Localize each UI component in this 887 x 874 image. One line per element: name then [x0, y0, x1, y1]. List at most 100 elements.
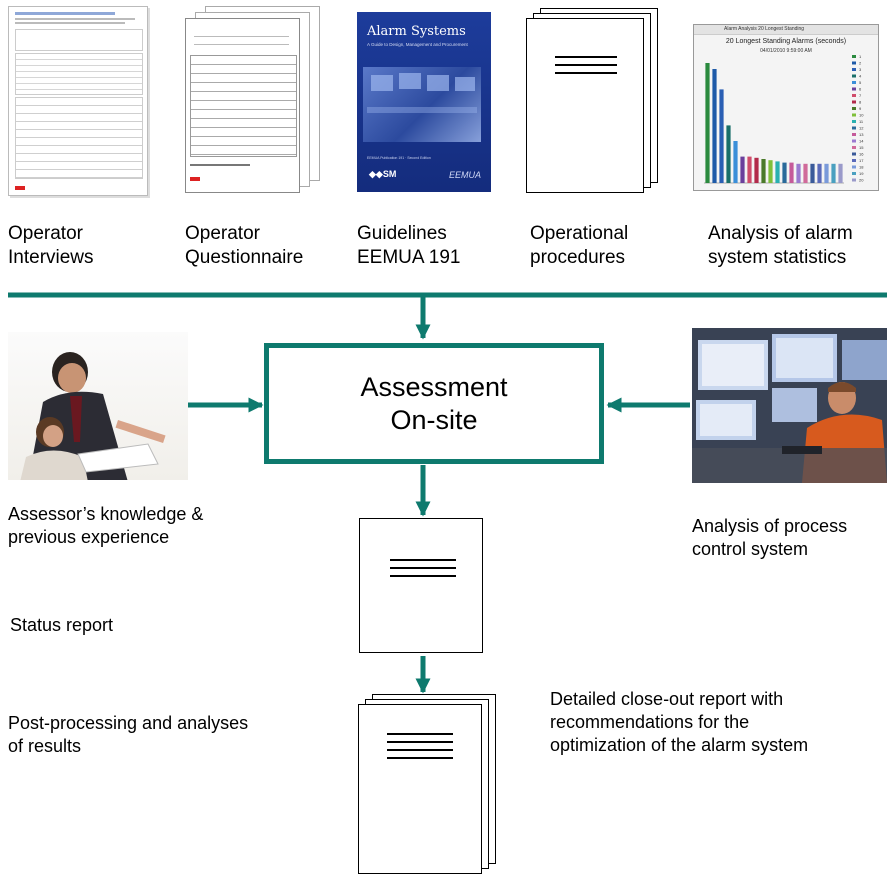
caption-line: Guidelines	[357, 223, 447, 244]
chart-legend-swatch	[852, 146, 856, 149]
caption-line: Analysis of process	[692, 516, 848, 536]
assessors-photo	[8, 332, 188, 480]
chart-legend-swatch	[852, 81, 856, 84]
chart-toolbar-text: Alarm Analysis 20 Longest Standing	[724, 26, 805, 32]
chart-legend-swatch	[852, 107, 856, 110]
chart-bar	[733, 141, 738, 183]
chart-legend-label: 7	[859, 93, 862, 98]
caption-line: optimization of the alarm system	[550, 735, 809, 755]
caption-line: Questionnaire	[185, 247, 304, 268]
chart-title: 20 Longest Standing Alarms (seconds)	[725, 38, 847, 45]
caption-line: Analysis of alarm	[708, 223, 853, 244]
chart-legend-label: 17	[859, 158, 864, 163]
status-report-document-icon	[359, 518, 483, 653]
chart-bar	[754, 157, 759, 183]
chart-legend-swatch	[852, 165, 856, 169]
chart-bar	[789, 162, 794, 183]
chart-legend-swatch	[852, 74, 856, 78]
center-title-line2: On-site	[390, 404, 478, 435]
caption-status-report: Status report	[10, 615, 114, 635]
chart-legend-label: 8	[859, 100, 862, 105]
chart-legend-label: 5	[859, 80, 862, 85]
chart-legend-label: 4	[859, 74, 862, 79]
caption-line: Operational	[530, 223, 629, 244]
chart-legend-label: 14	[859, 139, 864, 144]
chart-bar	[796, 163, 801, 183]
assessors-photo-illustration	[20, 352, 166, 480]
chart-legend-swatch	[852, 152, 856, 156]
caption-line: control system	[692, 539, 809, 559]
chart-legend-label: 19	[859, 171, 864, 176]
chart-legend-label: 12	[859, 126, 864, 131]
caption-interviews: Operator Interviews	[8, 222, 94, 270]
chart-legend-swatch	[852, 68, 856, 71]
caption-questionnaire: Operator Questionnaire	[185, 222, 303, 270]
chart-legend-label: 2	[859, 61, 862, 66]
chart-legend-swatch	[852, 94, 856, 97]
assessment-onsite-box: Assessment On-site	[264, 343, 604, 464]
control-room-illustration	[692, 328, 887, 483]
center-title-line1: Assessment	[360, 371, 508, 402]
chart-bar	[810, 163, 815, 183]
caption-line: Post-processing and analyses	[8, 713, 249, 733]
book-cover-thumbnail: Alarm Systems A Guide to Design, Managem…	[357, 12, 491, 192]
chart-legend-swatch	[852, 61, 856, 65]
chart-bar	[782, 162, 787, 183]
chart-legend-label: 13	[859, 132, 864, 137]
chart-legend-label: 6	[859, 87, 862, 92]
caption-line: system statistics	[708, 247, 847, 268]
chart-legend-label: 15	[859, 145, 864, 150]
chart-bar	[705, 63, 710, 183]
caption-line: recommendations for the	[550, 712, 750, 732]
chart-bar	[838, 163, 843, 183]
chart-bar	[817, 163, 822, 183]
chart-legend-swatch	[852, 139, 856, 143]
chart-legend-label: 3	[859, 67, 862, 72]
chart-legend-swatch	[852, 126, 856, 130]
chart-bar	[712, 69, 717, 183]
closeout-document-stack-icon	[358, 694, 498, 874]
chart-bar	[719, 89, 724, 183]
caption-line: Detailed close-out report with	[550, 689, 784, 709]
procedures-document-icon	[526, 8, 661, 193]
chart-legend-label: 16	[859, 152, 864, 157]
caption-line: Assessor’s knowledge &	[8, 504, 204, 524]
chart-bar	[775, 161, 780, 183]
caption-line: of results	[8, 736, 82, 756]
chart-legend-label: 10	[859, 113, 864, 118]
bar-chart-thumbnail: Alarm Analysis 20 Longest Standing 20 Lo…	[693, 24, 879, 191]
chart-bar	[747, 156, 752, 183]
chart-legend-swatch	[852, 159, 856, 162]
chart-bar	[824, 163, 829, 183]
chart-legend-swatch	[852, 100, 856, 104]
chart-bar	[726, 125, 731, 183]
chart-legend-swatch	[852, 87, 856, 91]
book-subtitle: A Guide to Design, Management and Procur…	[367, 42, 468, 47]
chart-legend-swatch	[852, 178, 856, 182]
chart-bar	[740, 156, 745, 183]
book-footer: EEMUA Publication 191 · Second Edition	[367, 156, 431, 160]
book-title: Alarm Systems	[367, 24, 466, 39]
caption-post-processing: Post-processing and analyses of results	[8, 712, 248, 758]
caption-guidelines: Guidelines EEMUA 191	[357, 222, 461, 270]
publisher-logo-left: ◆◆SM	[369, 169, 397, 179]
chart-legend-swatch	[852, 172, 856, 175]
caption-line: previous experience	[8, 527, 170, 547]
chart-bar	[803, 163, 808, 183]
chart-legend-swatch	[852, 133, 856, 136]
caption-line: procedures	[530, 247, 626, 268]
caption-line: Interviews	[8, 247, 94, 268]
chart-legend-label: 20	[859, 178, 864, 183]
chart-legend-label: 18	[859, 165, 864, 170]
caption-line: Operator	[185, 223, 260, 244]
chart-subtitle: 04/01/2010 9:59:00 AM	[760, 48, 812, 54]
chart-legend-swatch	[852, 113, 856, 117]
chart-legend-label: 9	[859, 106, 862, 111]
caption-line: EEMUA 191	[357, 247, 461, 268]
chart-bar	[768, 160, 773, 183]
chart-bar	[831, 163, 836, 183]
questionnaire-form-thumbnail	[185, 6, 325, 196]
caption-assessor: Assessor’s knowledge & previous experien…	[8, 503, 203, 549]
